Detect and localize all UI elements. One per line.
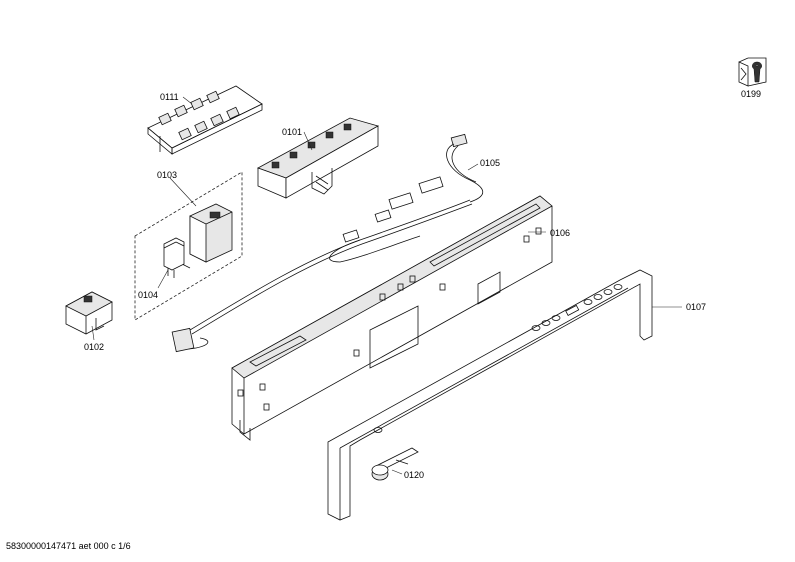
label-0199: 0199 xyxy=(741,89,762,99)
label-0111: 0111 xyxy=(160,92,179,102)
label-0107: 0107 xyxy=(686,302,707,312)
label-0106: 0106 xyxy=(550,228,571,238)
label-0104: 0104 xyxy=(138,290,159,300)
part-0103-group-box xyxy=(134,171,243,321)
part-0107-trim-bar[interactable] xyxy=(327,269,653,521)
part-0111-button-strip[interactable] xyxy=(147,85,263,155)
label-0101: 0101 xyxy=(282,127,303,137)
part-0102-switch[interactable] xyxy=(65,291,113,335)
part-0104-relay[interactable] xyxy=(163,237,185,278)
document-id: 58300000147471 aet 000 c 1/6 xyxy=(6,541,131,551)
wrench-tool-icon xyxy=(738,57,767,87)
label-0103: 0103 xyxy=(157,170,178,180)
leader-lines xyxy=(91,96,682,475)
part-0106-control-frame[interactable] xyxy=(231,195,553,441)
part-0120-light-guide[interactable] xyxy=(371,447,419,481)
part-0103-relay-holder[interactable] xyxy=(177,203,233,269)
label-0105: 0105 xyxy=(480,158,501,168)
part-0105-cable-harness[interactable] xyxy=(171,133,484,353)
part-0101-control-module[interactable] xyxy=(257,117,380,199)
label-0120: 0120 xyxy=(404,470,425,480)
label-0102: 0102 xyxy=(84,342,105,352)
